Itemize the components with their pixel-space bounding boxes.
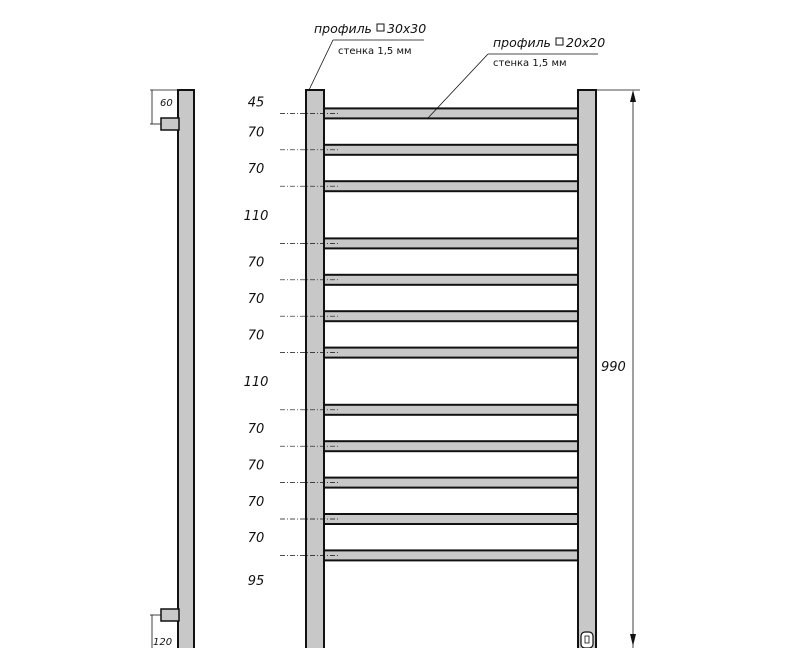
rung: [321, 403, 581, 416]
profile-rung-size: 20x20: [566, 35, 605, 50]
arrow-down-icon: [630, 634, 636, 646]
spacing-label: 70: [248, 531, 265, 546]
rung: [321, 180, 581, 193]
side-top-offset: 60: [160, 98, 173, 109]
spacing-label: 95: [248, 574, 265, 589]
profile-main-size: 30x30: [387, 21, 426, 36]
spacing-dimensions: 45 70 70 110 70 70 70 110 70 70 70 70 95: [244, 96, 340, 589]
spacing-label: 70: [248, 292, 265, 307]
rung: [321, 346, 581, 359]
rung: [321, 310, 581, 323]
spacing-label: 70: [248, 126, 265, 141]
side-view-post: [177, 89, 195, 648]
rung: [321, 549, 581, 562]
total-height-dimension: 990: [596, 89, 640, 648]
spacing-label: 70: [248, 328, 265, 343]
spacing-label: 70: [248, 495, 265, 510]
rung: [321, 513, 581, 525]
arrow-up-icon: [630, 90, 636, 102]
square-profile-icon: [376, 23, 385, 32]
spacing-label: 110: [244, 209, 269, 224]
svg-text:профиль: профиль: [314, 21, 372, 36]
profile-main-wall: стенка 1,5 мм: [338, 46, 412, 57]
rung: [321, 237, 581, 250]
spacing-label: 70: [248, 422, 265, 437]
front-view: 45 70 70 110 70 70 70 110 70 70 70 70 95: [244, 89, 597, 648]
rungs: [321, 107, 581, 562]
rung: [321, 107, 581, 120]
rung: [321, 143, 581, 156]
profile-rung-wall: стенка 1,5 мм: [493, 58, 567, 69]
profile-rung-callout: профиль 20x20 стенка 1,5 мм: [427, 35, 605, 119]
svg-text:профиль: профиль: [493, 35, 551, 50]
side-view-bottom-bracket: [160, 608, 180, 622]
profile-rung-label: профиль: [493, 35, 551, 50]
valve-icon: [580, 631, 594, 648]
spacing-label: 45: [248, 96, 265, 111]
profile-main-label: профиль: [314, 21, 372, 36]
spacing-label: 110: [244, 375, 269, 390]
profile-main-callout: профиль 30x30 стенка 1,5 мм: [308, 21, 426, 91]
side-view-top-bracket: [160, 117, 180, 131]
total-height: 990: [601, 360, 626, 375]
square-profile-icon: [555, 37, 564, 46]
left-post: [305, 89, 325, 648]
rung: [321, 476, 581, 489]
rung: [321, 273, 581, 286]
spacing-label: 70: [248, 256, 265, 271]
right-post: [577, 89, 597, 648]
side-bottom-offset: 120: [153, 637, 172, 648]
spacing-label: 70: [248, 162, 265, 177]
side-view: 60 120: [150, 89, 195, 648]
spacing-label: 70: [248, 458, 265, 473]
rung: [321, 440, 581, 453]
